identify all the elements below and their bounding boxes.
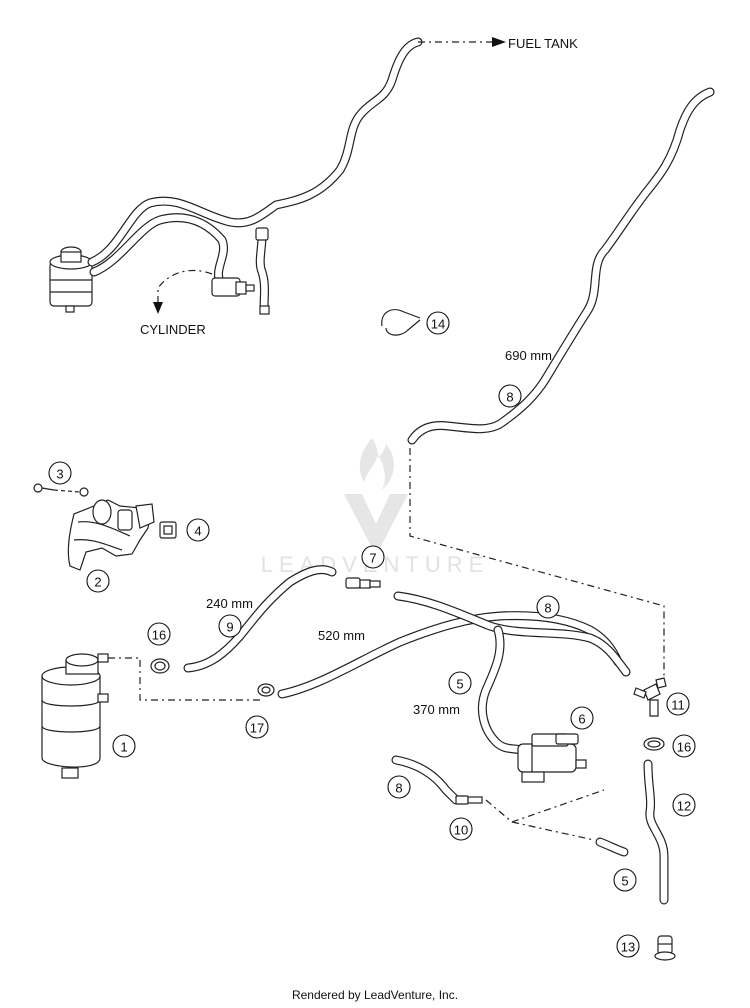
svg-text:8: 8 bbox=[506, 390, 513, 405]
callout-8-a: 8 bbox=[498, 384, 522, 408]
bracket bbox=[33, 483, 177, 571]
hose-520: 520 mm bbox=[277, 611, 623, 699]
label-370mm: 370 mm bbox=[413, 702, 460, 717]
hose-5-lower bbox=[595, 837, 629, 857]
hose-370: 370 mm bbox=[413, 625, 527, 755]
svg-text:16: 16 bbox=[677, 740, 691, 755]
svg-text:17: 17 bbox=[250, 721, 264, 736]
callout-8-c: 8 bbox=[387, 775, 411, 799]
callout-1: 1 bbox=[112, 734, 136, 758]
hose-12 bbox=[643, 759, 669, 905]
svg-text:10: 10 bbox=[454, 823, 468, 838]
callout-2: 2 bbox=[86, 569, 110, 593]
svg-text:9: 9 bbox=[226, 620, 233, 635]
svg-text:8: 8 bbox=[544, 601, 551, 616]
svg-text:16: 16 bbox=[152, 628, 166, 643]
hose-8-middle bbox=[393, 591, 631, 677]
callout-11: 11 bbox=[666, 692, 690, 716]
callout-7: 7 bbox=[361, 545, 385, 569]
callout-14: 14 bbox=[426, 311, 450, 335]
connector-7 bbox=[345, 577, 381, 589]
callout-17: 17 bbox=[245, 715, 269, 739]
label-690mm: 690 mm bbox=[505, 348, 552, 363]
t-connector bbox=[633, 677, 667, 717]
canister-large bbox=[41, 653, 109, 779]
svg-text:5: 5 bbox=[456, 677, 463, 692]
svg-text:14: 14 bbox=[431, 317, 445, 332]
label-240mm: 240 mm bbox=[206, 596, 253, 611]
svg-text:2: 2 bbox=[94, 575, 101, 590]
assembly-overview: FUEL TANK CYLINDER bbox=[49, 36, 578, 337]
clamp-17 bbox=[257, 683, 275, 697]
cap-13 bbox=[654, 935, 676, 961]
callout-8-b: 8 bbox=[536, 595, 560, 619]
label-520mm: 520 mm bbox=[318, 628, 365, 643]
svg-text:3: 3 bbox=[56, 467, 63, 482]
hose-690: 690 mm bbox=[407, 87, 715, 445]
canister-small bbox=[49, 246, 93, 313]
svg-text:1: 1 bbox=[120, 740, 127, 755]
callout-4: 4 bbox=[186, 518, 210, 542]
clamp-16-left bbox=[150, 658, 170, 674]
hose-8-lower bbox=[391, 755, 483, 805]
callout-10: 10 bbox=[449, 817, 473, 841]
svg-text:11: 11 bbox=[671, 698, 685, 713]
svg-text:12: 12 bbox=[677, 799, 691, 814]
label-cylinder: CYLINDER bbox=[140, 322, 206, 337]
valve-small bbox=[211, 277, 255, 297]
callout-16-b: 16 bbox=[672, 734, 696, 758]
clamp-16-right bbox=[643, 737, 665, 751]
callout-5-a: 5 bbox=[448, 671, 472, 695]
svg-text:13: 13 bbox=[621, 940, 635, 955]
svg-text:7: 7 bbox=[369, 551, 376, 566]
hose-240: 240 mm bbox=[183, 565, 337, 673]
callout-12: 12 bbox=[672, 793, 696, 817]
cable-tie bbox=[381, 309, 421, 336]
callout-5-b: 5 bbox=[613, 868, 637, 892]
callout-6: 6 bbox=[570, 706, 594, 730]
svg-text:8: 8 bbox=[395, 781, 402, 796]
label-fuel-tank: FUEL TANK bbox=[508, 36, 578, 51]
callout-3: 3 bbox=[48, 461, 72, 485]
callout-13: 13 bbox=[616, 934, 640, 958]
svg-text:6: 6 bbox=[578, 712, 585, 727]
callout-9: 9 bbox=[218, 614, 242, 638]
footer-credit: Rendered by LeadVenture, Inc. bbox=[291, 988, 459, 1002]
svg-text:5: 5 bbox=[621, 874, 628, 889]
svg-text:4: 4 bbox=[194, 524, 201, 539]
purge-valve bbox=[517, 733, 587, 783]
callout-16-a: 16 bbox=[147, 622, 171, 646]
